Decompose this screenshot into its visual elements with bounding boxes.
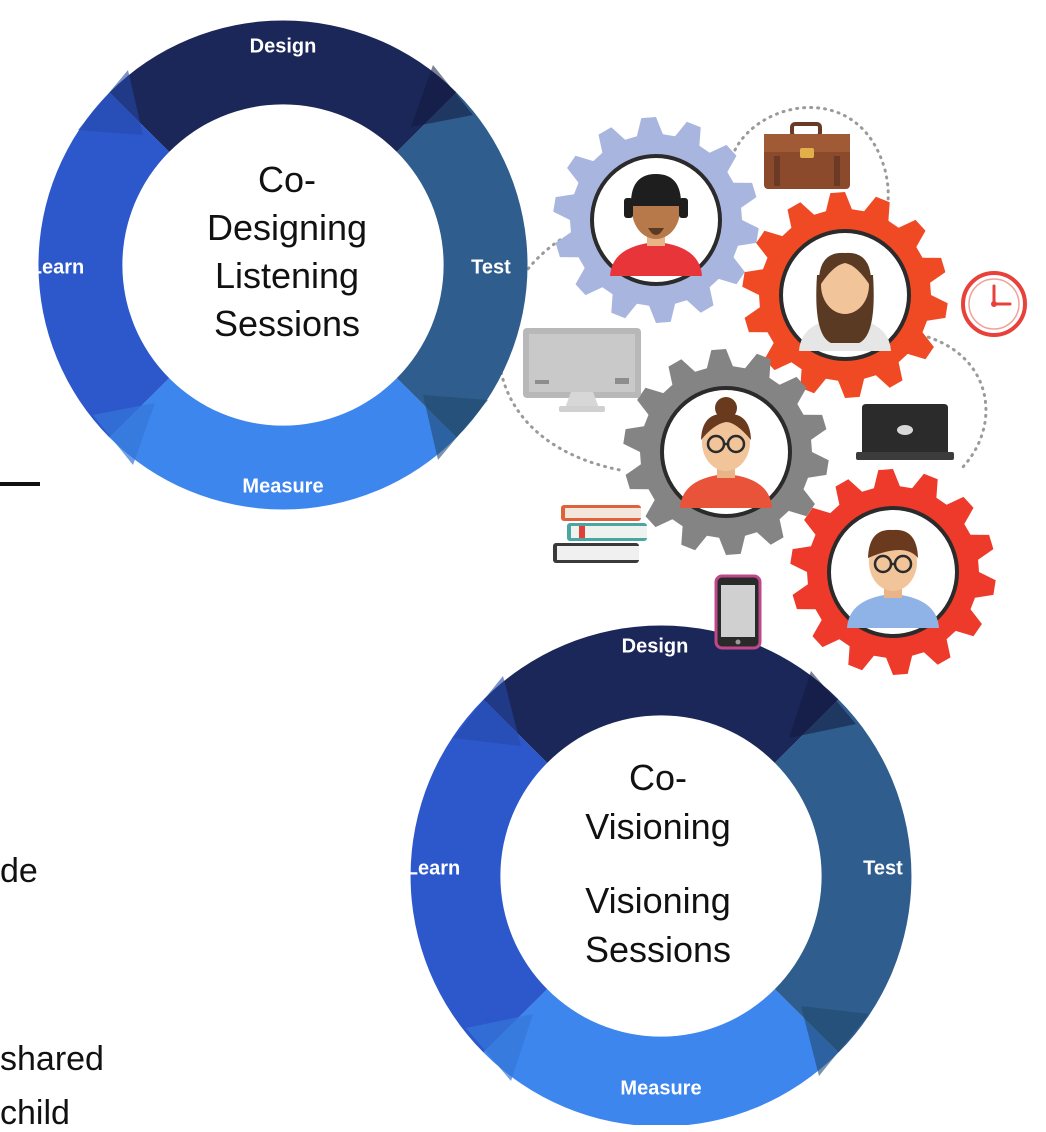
center-line: Co- bbox=[258, 159, 316, 200]
dash-line bbox=[0, 482, 40, 486]
clock-icon bbox=[961, 271, 1027, 337]
cycle-label-learn: Learn bbox=[406, 857, 460, 879]
briefcase-icon bbox=[764, 122, 850, 189]
person-avatar bbox=[799, 252, 891, 351]
phone-icon bbox=[714, 574, 762, 650]
side-text-de: de bbox=[0, 852, 38, 890]
center-line: Sessions bbox=[585, 929, 731, 970]
cycle-label-measure: Measure bbox=[620, 1077, 701, 1099]
segment-test bbox=[774, 699, 912, 1053]
center-line: Visioning bbox=[585, 806, 730, 847]
segment-learn bbox=[410, 699, 548, 1053]
cycle-top: Design Test Measure Learn Co- Designing … bbox=[30, 20, 528, 510]
cycle-bottom-ring bbox=[410, 625, 912, 1125]
center-line: Designing bbox=[207, 207, 367, 248]
side-text-shared: shared bbox=[0, 1040, 104, 1078]
arrowhead bbox=[423, 395, 488, 460]
books-icon bbox=[553, 505, 647, 563]
cycle-label-measure: Measure bbox=[242, 475, 323, 497]
person-avatar bbox=[610, 174, 702, 276]
center-line: Visioning bbox=[585, 880, 730, 921]
cycle-label-design: Design bbox=[250, 35, 317, 57]
person-avatar bbox=[847, 529, 939, 628]
center-line: Listening bbox=[215, 255, 359, 296]
cycle-label-design: Design bbox=[622, 635, 689, 657]
arrowhead bbox=[466, 1014, 533, 1081]
cycle-center-text: Co- Designing Listening Sessions bbox=[207, 159, 367, 344]
segment-learn bbox=[38, 92, 170, 438]
arrowhead bbox=[411, 65, 473, 127]
side-text-child: child bbox=[0, 1094, 70, 1132]
cycle-label-test: Test bbox=[863, 857, 903, 879]
segment-test bbox=[396, 92, 528, 438]
arrowhead bbox=[789, 671, 856, 738]
cycle-label-test: Test bbox=[471, 256, 511, 278]
center-line: Co- bbox=[629, 757, 687, 798]
center-line: Sessions bbox=[214, 303, 360, 344]
arrowhead bbox=[78, 70, 143, 135]
gear-red bbox=[790, 469, 996, 675]
segment-design bbox=[483, 625, 839, 763]
gear-gray bbox=[623, 349, 829, 555]
gear-blue bbox=[553, 117, 759, 323]
cycle-top-ring bbox=[38, 20, 528, 510]
arrowhead bbox=[453, 676, 521, 746]
cycle-bottom: Design Test Measure Learn Co- Visioning … bbox=[406, 625, 912, 1125]
monitor-icon bbox=[523, 328, 641, 412]
cycle-center-text: Co- Visioning Visioning Sessions bbox=[585, 757, 731, 970]
arrowhead bbox=[93, 403, 155, 465]
segment-measure bbox=[109, 378, 457, 510]
cycle-label-learn: Learn bbox=[30, 256, 84, 278]
laptop-icon bbox=[856, 404, 954, 460]
gear-orange bbox=[742, 192, 948, 398]
arrowhead bbox=[801, 1006, 869, 1076]
segment-measure bbox=[483, 989, 839, 1125]
segment-design bbox=[109, 20, 457, 152]
gear-cluster bbox=[553, 117, 996, 675]
person-avatar bbox=[680, 397, 772, 508]
